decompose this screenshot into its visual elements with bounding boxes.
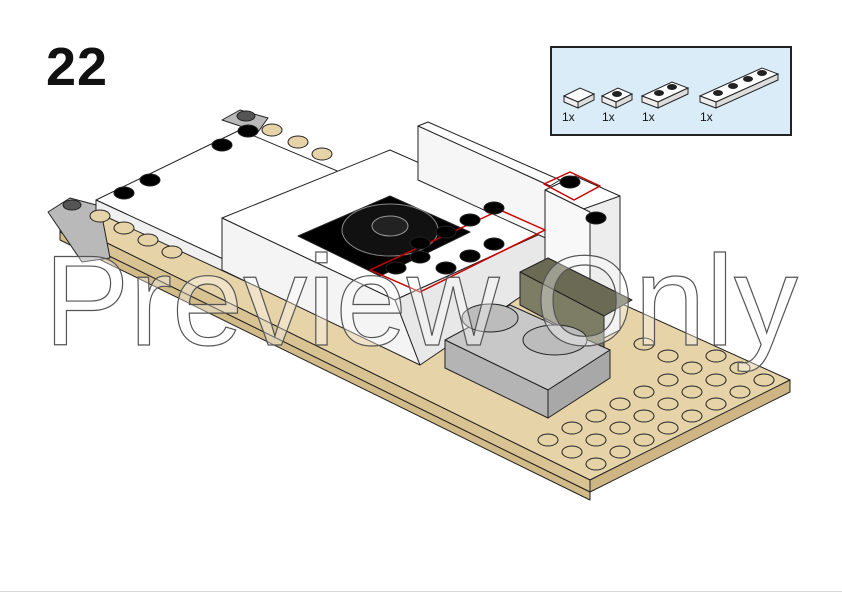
gray-disc-2 [522, 324, 588, 356]
new-part-highlight-2 [369, 209, 546, 293]
plate-1x1-icon [562, 87, 596, 109]
parts-icons [562, 67, 780, 109]
tan-base-side [589, 379, 791, 493]
part-qty-4: 1x [700, 110, 713, 124]
new-part-highlight-1 [543, 171, 601, 201]
part-qty-2: 1x [602, 110, 615, 124]
parts-callout: 1x 1x 1x 1x [550, 46, 792, 136]
part-qty-1: 1x [562, 110, 575, 124]
studs [62, 110, 775, 471]
part-qty-3: 1x [642, 110, 655, 124]
plate-1x4-icon [698, 67, 780, 109]
page-divider [0, 591, 842, 592]
step-number: 22 [46, 37, 109, 97]
plate-1x3-icon [640, 81, 690, 109]
gray-disc-1 [461, 303, 519, 333]
plate-1x2-icon [600, 87, 634, 109]
